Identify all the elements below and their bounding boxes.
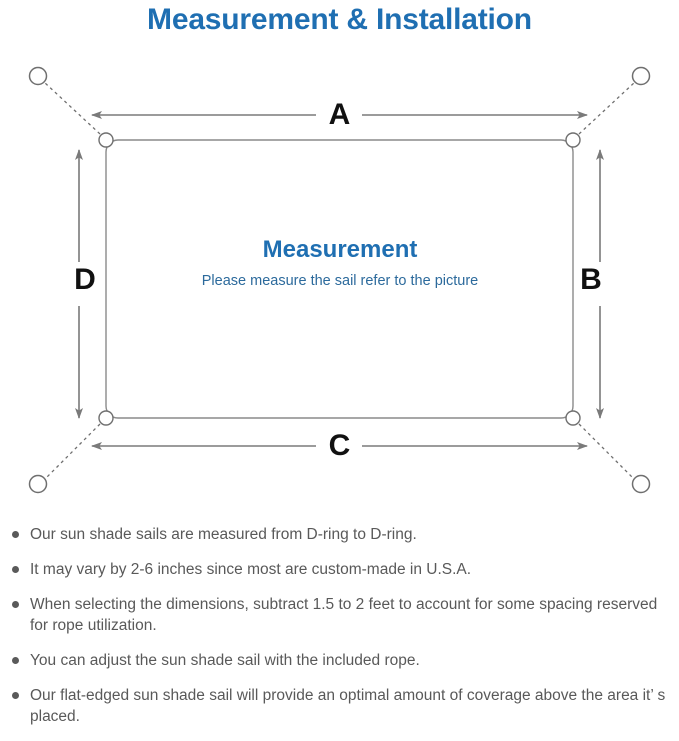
note-text: It may vary by 2-6 inches since most are…: [30, 561, 472, 578]
d-ring-top-right: [565, 132, 581, 148]
note-text: Our flat-edged sun shade sail will provi…: [30, 687, 666, 725]
note-text: Our sun shade sails are measured from D-…: [30, 526, 417, 543]
rope-bottom-left: [43, 423, 101, 481]
center-subtext: Please measure the sail refer to the pic…: [201, 273, 479, 289]
list-item: Our sun shade sails are measured from D-…: [0, 524, 679, 545]
bullet-icon: [12, 692, 19, 699]
bullet-icon: [12, 531, 19, 538]
note-text: When selecting the dimensions, subtract …: [30, 596, 658, 634]
dimension-label-d: D: [74, 263, 96, 296]
list-item: You can adjust the sun shade sail with t…: [0, 650, 679, 671]
diagram-svg: [28, 66, 651, 494]
dimension-label-c: C: [328, 429, 351, 462]
dimension-label-a: A: [328, 98, 351, 131]
anchor-bottom-left: [28, 474, 48, 494]
sail-body: [105, 139, 574, 419]
d-ring-top-left: [98, 132, 114, 148]
sail-center-caption: Measurement Please measure the sail refe…: [106, 235, 574, 291]
rope-bottom-right: [578, 423, 636, 481]
list-item: When selecting the dimensions, subtract …: [0, 594, 679, 636]
page-title: Measurement & Installation: [147, 3, 532, 36]
center-heading: Measurement: [262, 236, 418, 263]
anchor-top-right: [631, 66, 651, 86]
d-ring-bottom-left: [98, 410, 114, 426]
bullet-icon: [12, 566, 19, 573]
list-item: It may vary by 2-6 inches since most are…: [0, 559, 679, 580]
dimension-label-b: B: [580, 263, 602, 296]
bullet-icon: [12, 657, 19, 664]
d-ring-bottom-right: [565, 410, 581, 426]
list-item: Our flat-edged sun shade sail will provi…: [0, 685, 679, 727]
bullet-icon: [12, 601, 19, 608]
note-text: You can adjust the sun shade sail with t…: [30, 652, 420, 669]
anchor-bottom-right: [631, 474, 651, 494]
anchor-top-left: [28, 66, 48, 86]
measurement-diagram: A B C D Measurement Please measure the s…: [0, 50, 679, 520]
notes-list: Our sun shade sails are measured from D-…: [0, 524, 679, 741]
